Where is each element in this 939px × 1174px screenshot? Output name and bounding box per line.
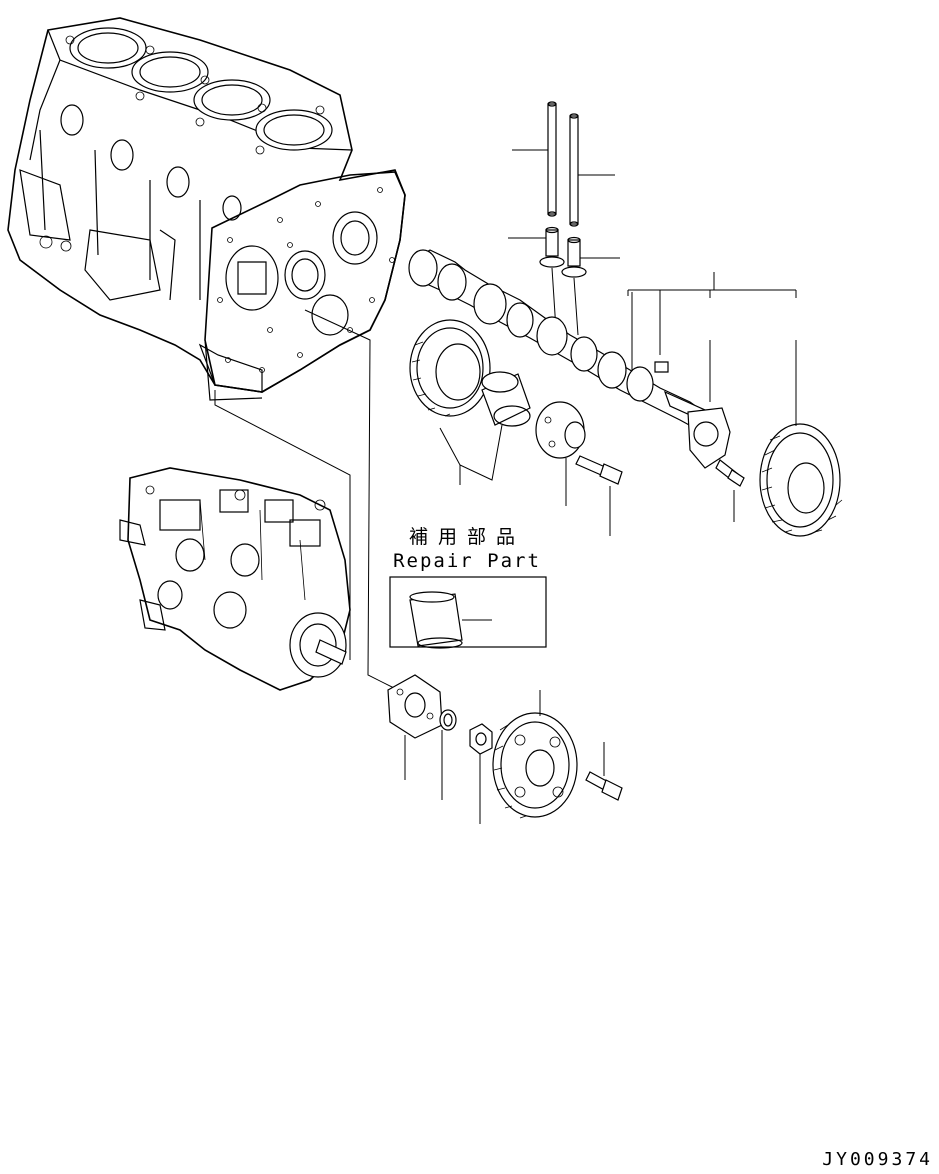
pump-drive-hub	[387, 674, 443, 739]
drawing-id: JY009374	[822, 1149, 933, 1170]
camshaft-gear	[759, 423, 843, 537]
repair-part-box	[389, 576, 547, 649]
engine-block	[7, 17, 406, 401]
lock-washer	[439, 709, 457, 731]
repair-part-title-english: Repair Part	[393, 550, 541, 572]
idler-bolt	[575, 455, 623, 485]
idler-gear	[409, 319, 491, 417]
woodruff-key	[654, 361, 669, 373]
drive-gear-bolt	[585, 771, 623, 801]
pump-drive-gear	[492, 712, 578, 819]
camshaft	[408, 249, 713, 433]
push-rod-pair	[547, 101, 579, 227]
leader-tappet-down-right	[573, 277, 579, 336]
drive-nut	[469, 723, 493, 755]
tappet-pair	[539, 226, 587, 278]
camshaft-group-bracket	[627, 272, 797, 298]
idler-shaft	[535, 401, 586, 459]
thrust-plate-bolt	[715, 459, 745, 487]
leader-block-to-pump	[214, 390, 351, 660]
thrust-plate	[687, 407, 731, 469]
leader-block-to-drive-gear	[304, 309, 399, 691]
leader-idler-group	[439, 424, 503, 485]
fuel-injection-pump	[119, 467, 351, 691]
repair-part-title-japanese: 補用部品	[408, 526, 525, 548]
idler-bushing	[481, 371, 531, 427]
